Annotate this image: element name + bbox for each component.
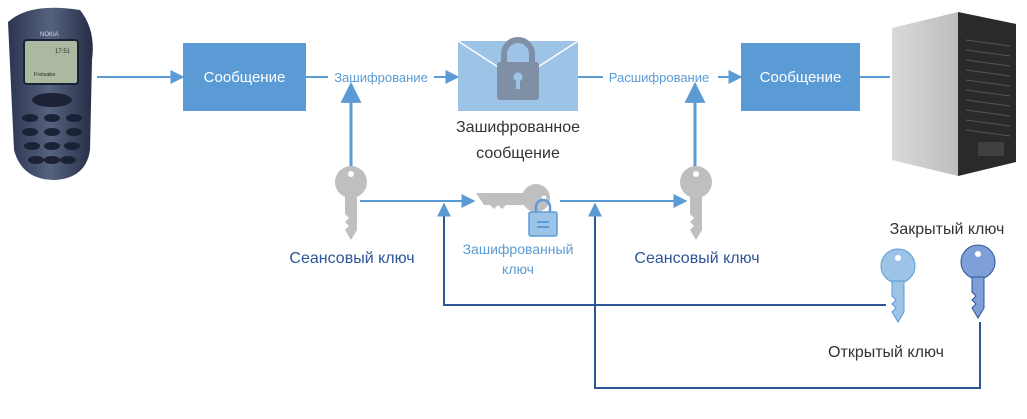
encrypted-envelope xyxy=(457,37,579,111)
encrypt-label: Зашифрование xyxy=(334,70,428,85)
message-box-right-label: Сообщение xyxy=(760,69,842,86)
phone-navi-key xyxy=(32,93,72,107)
session-key-left-icon xyxy=(335,166,367,240)
private-key-icon xyxy=(960,244,996,319)
envelope-label-line1: Зашифрованное xyxy=(456,119,580,136)
phone-keypad xyxy=(22,114,82,164)
phone-image: NOKIA 17:51 Freisabe xyxy=(8,7,93,181)
encrypted-key-icon xyxy=(476,184,550,212)
public-key-icon xyxy=(880,248,916,323)
message-box-left-label: Сообщение xyxy=(204,69,286,86)
envelope-label-line2: сообщение xyxy=(476,145,560,162)
small-lock-icon xyxy=(528,198,558,237)
server-image xyxy=(892,12,1016,176)
encrypted-key-label-line2: ключ xyxy=(502,261,534,277)
server-drive-bays xyxy=(965,39,1011,137)
decrypt-label: Расшифрование xyxy=(609,70,709,85)
phone-screen xyxy=(23,39,79,85)
encrypted-key-label-line1: Зашифрованный xyxy=(463,241,574,257)
private-key-path xyxy=(594,205,981,389)
server-front-panel xyxy=(978,142,1004,156)
session-key-left-label: Сеансовый ключ xyxy=(289,250,414,267)
phone-screen-text: Freisabe xyxy=(34,72,55,78)
phone-brand: NOKIA xyxy=(40,32,59,38)
private-key-label: Закрытый ключ xyxy=(890,221,1005,238)
phone-screen-time: 17:51 xyxy=(55,49,71,55)
public-key-path xyxy=(443,205,886,306)
message-box-right xyxy=(741,43,860,111)
lock-icon xyxy=(497,37,539,100)
message-box-left xyxy=(183,43,306,111)
public-key-label: Открытый ключ xyxy=(828,344,944,361)
session-key-right-icon xyxy=(680,166,712,240)
session-key-right-label: Сеансовый ключ xyxy=(634,250,759,267)
